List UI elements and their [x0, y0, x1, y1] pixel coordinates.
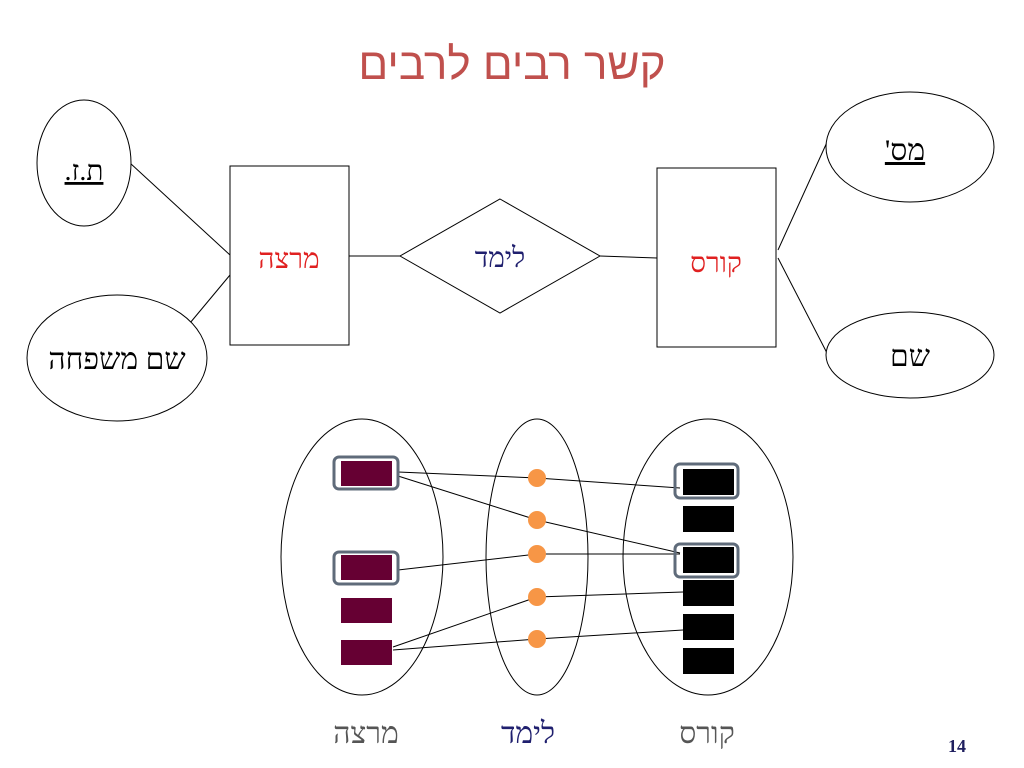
- attribute-number-label: מס': [885, 134, 925, 167]
- course-instance: [683, 614, 734, 640]
- instance-line: [392, 638, 538, 651]
- teaches-set-label: לימד: [501, 717, 555, 750]
- course-set-label: קורס: [679, 717, 735, 750]
- lecturer-set-label: מרצה: [333, 717, 399, 750]
- course-instance: [683, 580, 734, 606]
- course-instance: [683, 469, 734, 495]
- entity-course-label: קורס: [690, 248, 742, 279]
- highlight-frame: [332, 550, 400, 586]
- highlight-frame: [673, 542, 740, 579]
- instance-line: [536, 519, 681, 554]
- lecturer-instance: [341, 461, 392, 486]
- connector-id-to-lecturer: [129, 162, 231, 256]
- teaches-instance: [528, 545, 546, 563]
- course-instance: [683, 547, 734, 573]
- attribute-id-ellipse: [36, 99, 132, 227]
- relationship-teaches-label: לימד: [475, 243, 526, 274]
- entity-course-box: [656, 167, 777, 348]
- lecturer-instance: [341, 555, 392, 580]
- instance-line: [536, 591, 684, 598]
- highlight-frame: [332, 455, 400, 491]
- course-instances: [683, 469, 734, 674]
- instance-line: [397, 471, 538, 479]
- teaches-instance: [528, 588, 546, 606]
- instance-line: [536, 477, 681, 489]
- instance-line: [397, 553, 538, 571]
- highlight-frames: [332, 455, 740, 586]
- teaches-instance: [528, 469, 546, 487]
- highlight-frame: [673, 462, 740, 500]
- entity-lecturer-box: [229, 165, 350, 346]
- connector-lastname-to-lecturer: [189, 274, 231, 324]
- slide-title: קשר רבים לרבים: [358, 40, 666, 89]
- lecturer-instances: [341, 461, 392, 665]
- instance-line: [397, 475, 538, 521]
- instance-line: [536, 629, 684, 640]
- page-number: 14: [948, 736, 966, 756]
- relationship-teaches-diamond: [398, 198, 602, 314]
- entity-lecturer-label: מרצה: [258, 244, 319, 275]
- lecturer-instance: [341, 640, 392, 665]
- er-connector-lines: [129, 139, 829, 356]
- connector-teaches-to-course: [599, 255, 658, 259]
- attribute-name-label: שם: [890, 340, 930, 373]
- attribute-number-ellipse: [825, 91, 995, 203]
- connector-course-to-number: [777, 139, 829, 251]
- teaches-instance: [528, 511, 546, 529]
- course-instance: [683, 648, 734, 674]
- instance-connector-lines: [392, 471, 684, 651]
- attribute-lastname-label: שם משפחה: [48, 343, 185, 376]
- lecturer-instance: [341, 598, 392, 623]
- attribute-name-ellipse: [825, 311, 995, 399]
- connector-course-to-name: [777, 257, 829, 356]
- teaches-instances: [528, 469, 546, 648]
- attribute-lastname-ellipse: [26, 294, 208, 422]
- attribute-id-label: ת.ז.: [65, 156, 104, 187]
- teaches-instance: [528, 630, 546, 648]
- course-instance: [683, 506, 734, 532]
- instance-line: [392, 596, 538, 648]
